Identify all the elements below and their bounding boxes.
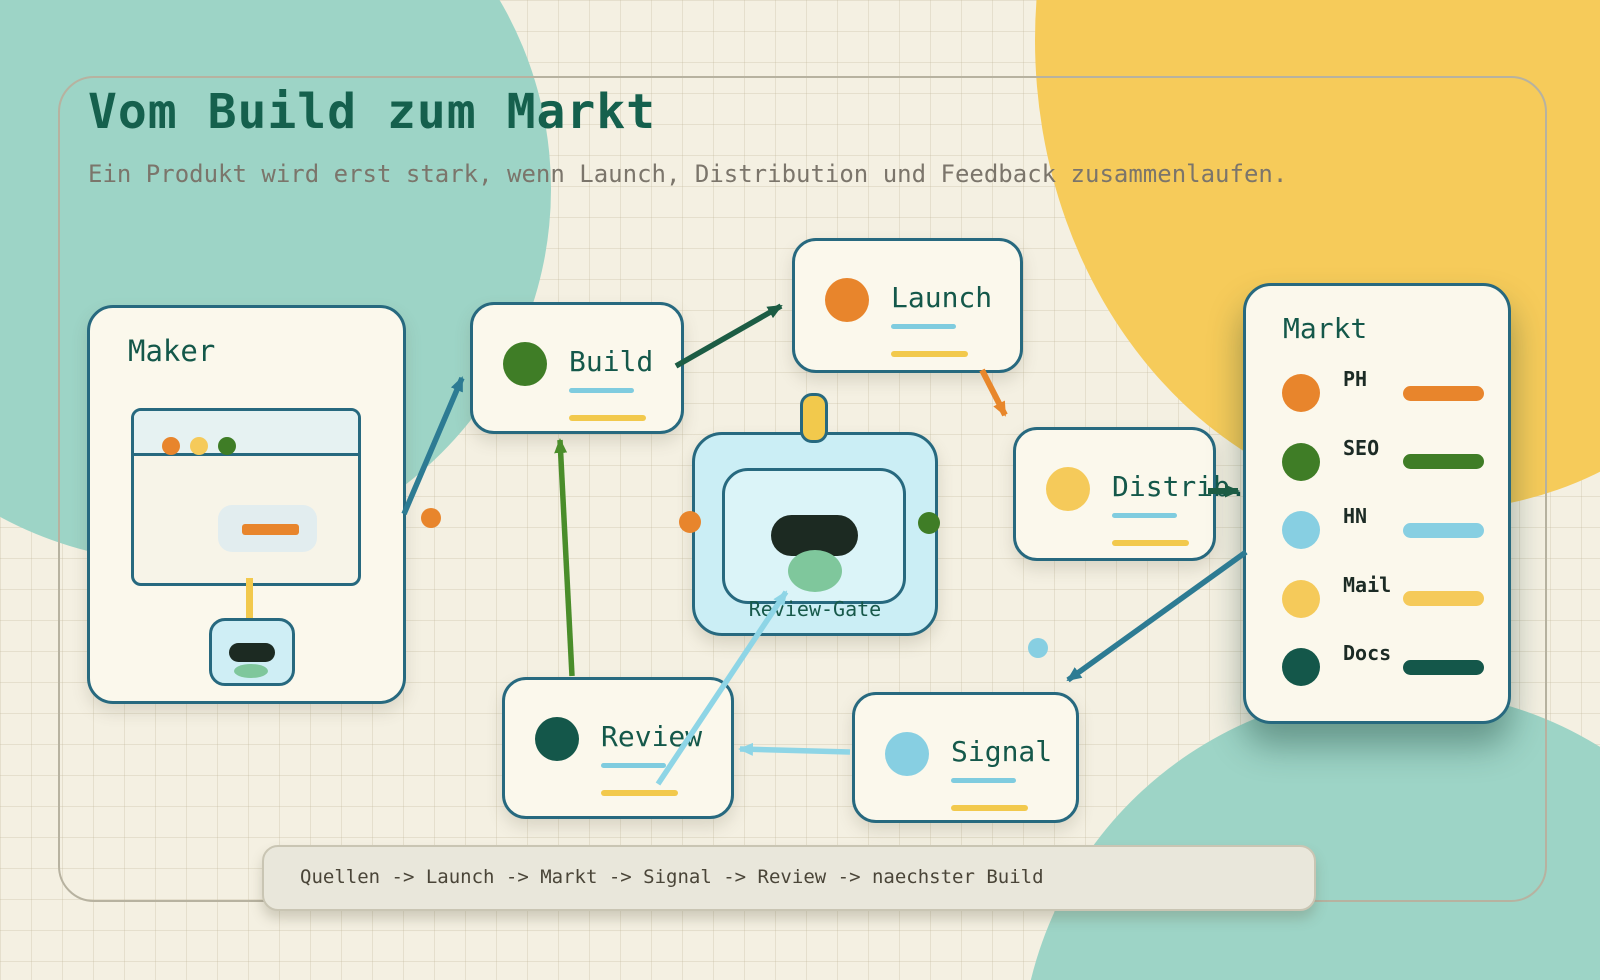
underline-yellow [601,790,678,796]
node-label-signal: Signal [951,735,1053,768]
legend-label-ph: PH [1343,367,1368,391]
legend-bar-hn [1403,522,1484,538]
launch-dot-icon [825,278,869,322]
distrib-dot-icon [1046,467,1090,511]
mini-robot-icon [209,618,295,686]
review-gate-label: Review-Gate [748,597,882,621]
pipeline-footer-bar: Quellen -> Launch -> Markt -> Signal -> … [262,845,1316,911]
legend-dot-seo-icon [1282,442,1320,481]
gate-robot-visor [771,515,858,556]
page-title: Vom Build zum Markt [88,84,657,140]
market-panel-title: Markt [1283,312,1368,345]
gate-robot-face [722,468,906,604]
legend-dot-mail-icon [1282,579,1320,618]
underline-blue [569,388,634,393]
node-card-build: Build [470,302,684,434]
legend-label-hn: HN [1343,504,1368,528]
node-card-review: Review [502,677,734,819]
mini-robot-chin [234,664,268,678]
legend-dot-ph-icon [1282,374,1320,412]
node-card-launch: Launch [792,238,1023,373]
gate-robot-chin [788,550,842,592]
underline-blue [601,763,666,768]
maker-connector-line [246,578,253,620]
review-gate-box: Review-Gate [692,393,938,636]
node-label-build: Build [569,345,654,378]
browser-content-highlight [218,505,317,552]
node-card-distrib: Distrib. [1013,427,1247,561]
legend-label-seo: SEO [1343,435,1380,460]
maker-card-title: Maker [128,334,216,368]
window-dot-yellow-icon [190,437,208,455]
window-dot-green-icon [218,437,236,455]
gate-antenna-icon [800,393,828,443]
legend-bar-docs [1403,659,1484,675]
underline-yellow [569,415,646,421]
underline-yellow [951,805,1028,811]
build-dot-icon [503,342,547,386]
browser-window-icon [131,408,361,586]
node-card-signal: Signal [852,692,1079,823]
page-subtitle: Ein Produkt wird erst stark, wenn Launch… [88,160,1288,188]
underline-blue [951,778,1016,783]
legend-label-docs: Docs [1343,641,1392,665]
review-dot-icon [535,717,579,761]
mini-robot-visor [229,643,275,662]
underline-blue [1112,513,1177,518]
legend-dot-docs-icon [1282,648,1320,686]
underline-yellow [891,351,968,357]
browser-content-bar [242,524,299,535]
legend-dot-hn-icon [1282,511,1320,549]
legend-bar-seo [1403,454,1484,469]
pipeline-footer-text: Quellen -> Launch -> Markt -> Signal -> … [300,866,1044,888]
node-label-distrib: Distrib. [1112,470,1247,503]
node-label-review: Review [601,720,703,753]
window-dot-orange-icon [162,437,180,455]
legend-bar-ph [1403,385,1484,401]
signal-dot-icon [885,732,929,776]
legend-label-mail: Mail [1343,572,1392,597]
browser-titlebar [134,411,358,456]
underline-yellow [1112,540,1189,546]
legend-bar-mail [1403,591,1484,606]
maker-card: Maker [87,305,406,704]
underline-blue [891,324,956,329]
node-label-launch: Launch [891,281,993,314]
